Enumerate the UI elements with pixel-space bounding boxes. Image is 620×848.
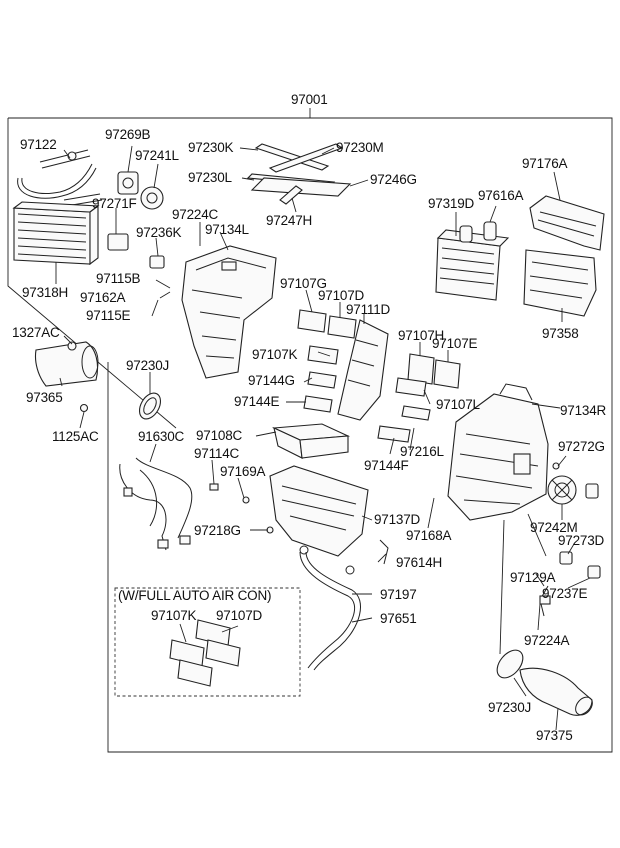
label-97107H: 97107H	[398, 328, 444, 343]
label-97176A: 97176A	[522, 156, 568, 171]
label-97144G: 97144G	[248, 373, 295, 388]
right-actuators-part	[539, 551, 601, 617]
label-97375: 97375	[536, 728, 573, 743]
seal-rings-part	[459, 221, 497, 243]
filter-cover-part	[529, 195, 605, 251]
label-97230K: 97230K	[188, 140, 234, 155]
label-97230J-left: 97230J	[126, 358, 169, 373]
tray-part	[271, 423, 351, 459]
label-97134R: 97134R	[560, 403, 607, 418]
left-case-part	[181, 245, 277, 379]
label-97168A: 97168A	[406, 528, 452, 543]
label-97218G: 97218G	[194, 523, 241, 538]
label-97216L: 97216L	[400, 444, 445, 459]
option-doors-part	[169, 619, 241, 687]
label-1125AC: 1125AC	[52, 429, 99, 444]
label-1327AC: 1327AC	[12, 325, 60, 340]
label-97319D: 97319D	[428, 196, 475, 211]
label-97246G: 97246G	[370, 172, 417, 187]
drain-hose-part	[299, 551, 361, 671]
label-97242M: 97242M	[530, 520, 578, 535]
label-97230J-right: 97230J	[488, 700, 531, 715]
label-97134L: 97134L	[205, 222, 250, 237]
label-97107D-option: 97107D	[216, 608, 263, 623]
label-97269B: 97269B	[105, 127, 151, 142]
lower-duct-part	[496, 649, 593, 716]
label-97616A: 97616A	[478, 188, 524, 203]
label-97224A: 97224A	[524, 633, 570, 648]
assembly-frame	[7, 108, 613, 753]
main-assembly-label: 97001	[291, 92, 328, 107]
label-97107E: 97107E	[432, 336, 478, 351]
blower-motor-part	[547, 462, 599, 505]
actuator-part	[117, 171, 164, 210]
label-97273D: 97273D	[558, 533, 605, 548]
option-box-title: (W/FULL AUTO AIR CON)	[118, 588, 271, 603]
label-97224C: 97224C	[172, 207, 219, 222]
leader-lines	[55, 145, 591, 731]
label-97122: 97122	[20, 137, 57, 152]
label-97230M: 97230M	[336, 140, 384, 155]
seal-strips-part	[246, 143, 352, 205]
gasket-ring-left-part	[138, 392, 162, 420]
lower-case-part	[269, 465, 369, 575]
evaporator-core-part	[12, 201, 100, 266]
label-97144F: 97144F	[364, 458, 409, 473]
label-97115B: 97115B	[96, 271, 141, 286]
label-97108C: 97108C	[196, 428, 243, 443]
side-panel-part	[523, 249, 597, 317]
label-97144E: 97144E	[234, 394, 280, 409]
label-97272G: 97272G	[558, 439, 605, 454]
label-97318H: 97318H	[22, 285, 68, 300]
label-97271F: 97271F	[92, 196, 137, 211]
heater-core-part	[435, 229, 510, 301]
label-91630C: 91630C	[138, 429, 185, 444]
label-97230L: 97230L	[188, 170, 233, 185]
option-box	[114, 587, 301, 697]
small-actuator-part	[107, 233, 165, 269]
label-97651: 97651	[380, 611, 417, 626]
label-97197: 97197	[380, 587, 417, 602]
label-97169A: 97169A	[220, 464, 266, 479]
label-97115E: 97115E	[86, 308, 131, 323]
pipe-hose-part	[17, 149, 103, 207]
label-97162A: 97162A	[80, 290, 126, 305]
label-97358: 97358	[542, 326, 579, 341]
label-97241L: 97241L	[135, 148, 180, 163]
label-97107L: 97107L	[436, 397, 481, 412]
divider-plate-part	[337, 319, 389, 421]
label-97137D: 97137D	[374, 512, 421, 527]
label-97247H: 97247H	[266, 213, 312, 228]
intake-duct-part	[34, 341, 99, 413]
label-97365: 97365	[26, 390, 63, 405]
label-97236K: 97236K	[136, 225, 182, 240]
label-97107G: 97107G	[280, 276, 327, 291]
right-case-part	[447, 383, 549, 521]
part-labels: 97122 97269B 97241L 97271F 97236K 97318H…	[12, 127, 607, 743]
label-97114C: 97114C	[194, 446, 240, 461]
door-set-part	[297, 309, 461, 443]
label-97129A: 97129A	[510, 570, 556, 585]
label-97107D-upper: 97107D	[318, 288, 365, 303]
wiring-harness-part	[119, 457, 193, 551]
label-97111D: 97111D	[346, 302, 391, 317]
label-97614H: 97614H	[396, 555, 442, 570]
label-97237E: 97237E	[542, 586, 588, 601]
label-97107K-upper: 97107K	[252, 347, 298, 362]
label-97107K-option: 97107K	[151, 608, 197, 623]
